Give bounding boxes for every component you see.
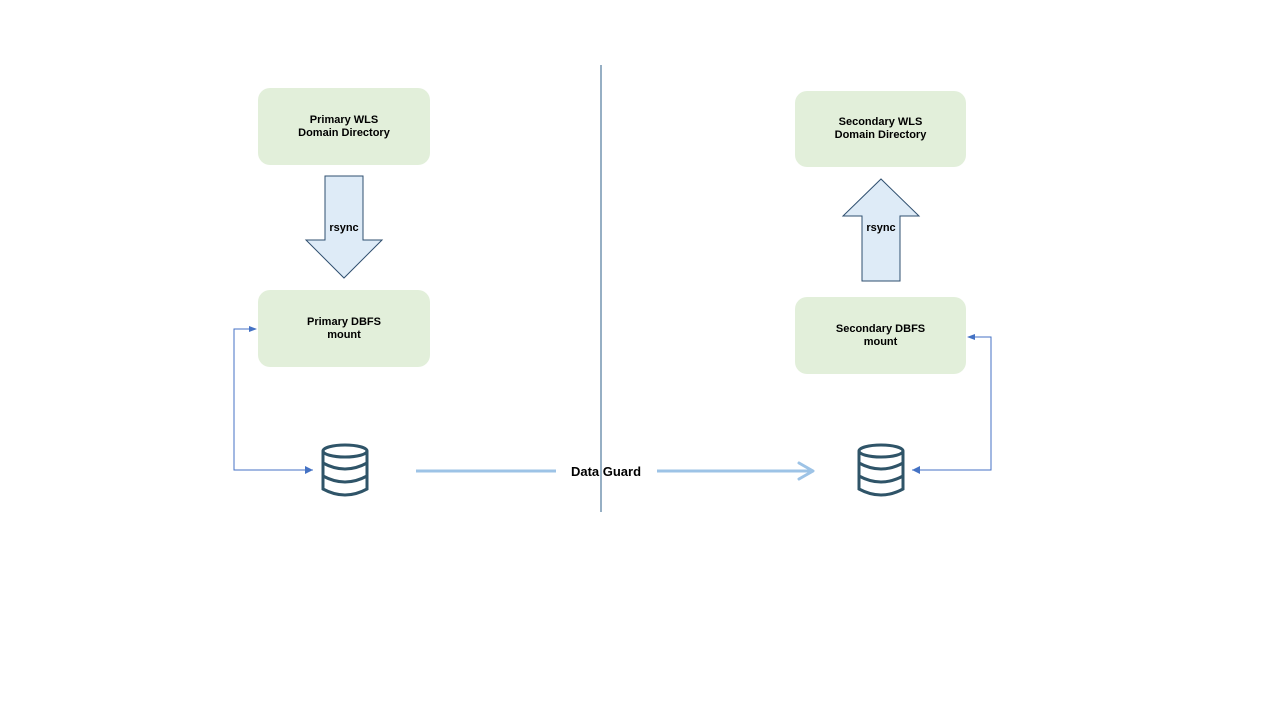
secondary-database-icon bbox=[857, 443, 905, 497]
primary-database-icon bbox=[321, 443, 369, 497]
primary-dbfs-mount-box: Primary DBFS mount bbox=[258, 290, 430, 367]
rsync-up-arrow bbox=[841, 178, 921, 282]
connector-arrowhead bbox=[912, 466, 920, 474]
box-label-line: mount bbox=[863, 335, 898, 348]
box-label-line: Secondary DBFS bbox=[835, 322, 926, 335]
primary-db-connector bbox=[233, 326, 313, 471]
primary-wls-domain-box: Primary WLS Domain Directory bbox=[258, 88, 430, 165]
data-guard-label: Data Guard bbox=[570, 464, 642, 479]
box-label-line: Primary DBFS bbox=[307, 315, 381, 328]
rsync-right-label: rsync bbox=[866, 222, 896, 234]
box-label-line: Secondary WLS bbox=[838, 116, 923, 128]
secondary-dbfs-mount-box: Secondary DBFS mount bbox=[795, 297, 966, 374]
rsync-down-arrow bbox=[304, 175, 384, 279]
connector-arrowhead bbox=[305, 466, 313, 474]
secondary-wls-domain-box: Secondary WLS Domain Directory bbox=[795, 91, 966, 167]
data-guard-arrowhead bbox=[797, 461, 815, 481]
rsync-left-label: rsync bbox=[329, 222, 359, 234]
box-label-line: mount bbox=[327, 328, 361, 341]
secondary-db-connector bbox=[912, 334, 992, 471]
box-label-line: Primary WLS bbox=[309, 113, 379, 126]
box-label-line: Domain Directory bbox=[298, 126, 390, 139]
box-label-line: Domain Directory bbox=[834, 129, 927, 141]
